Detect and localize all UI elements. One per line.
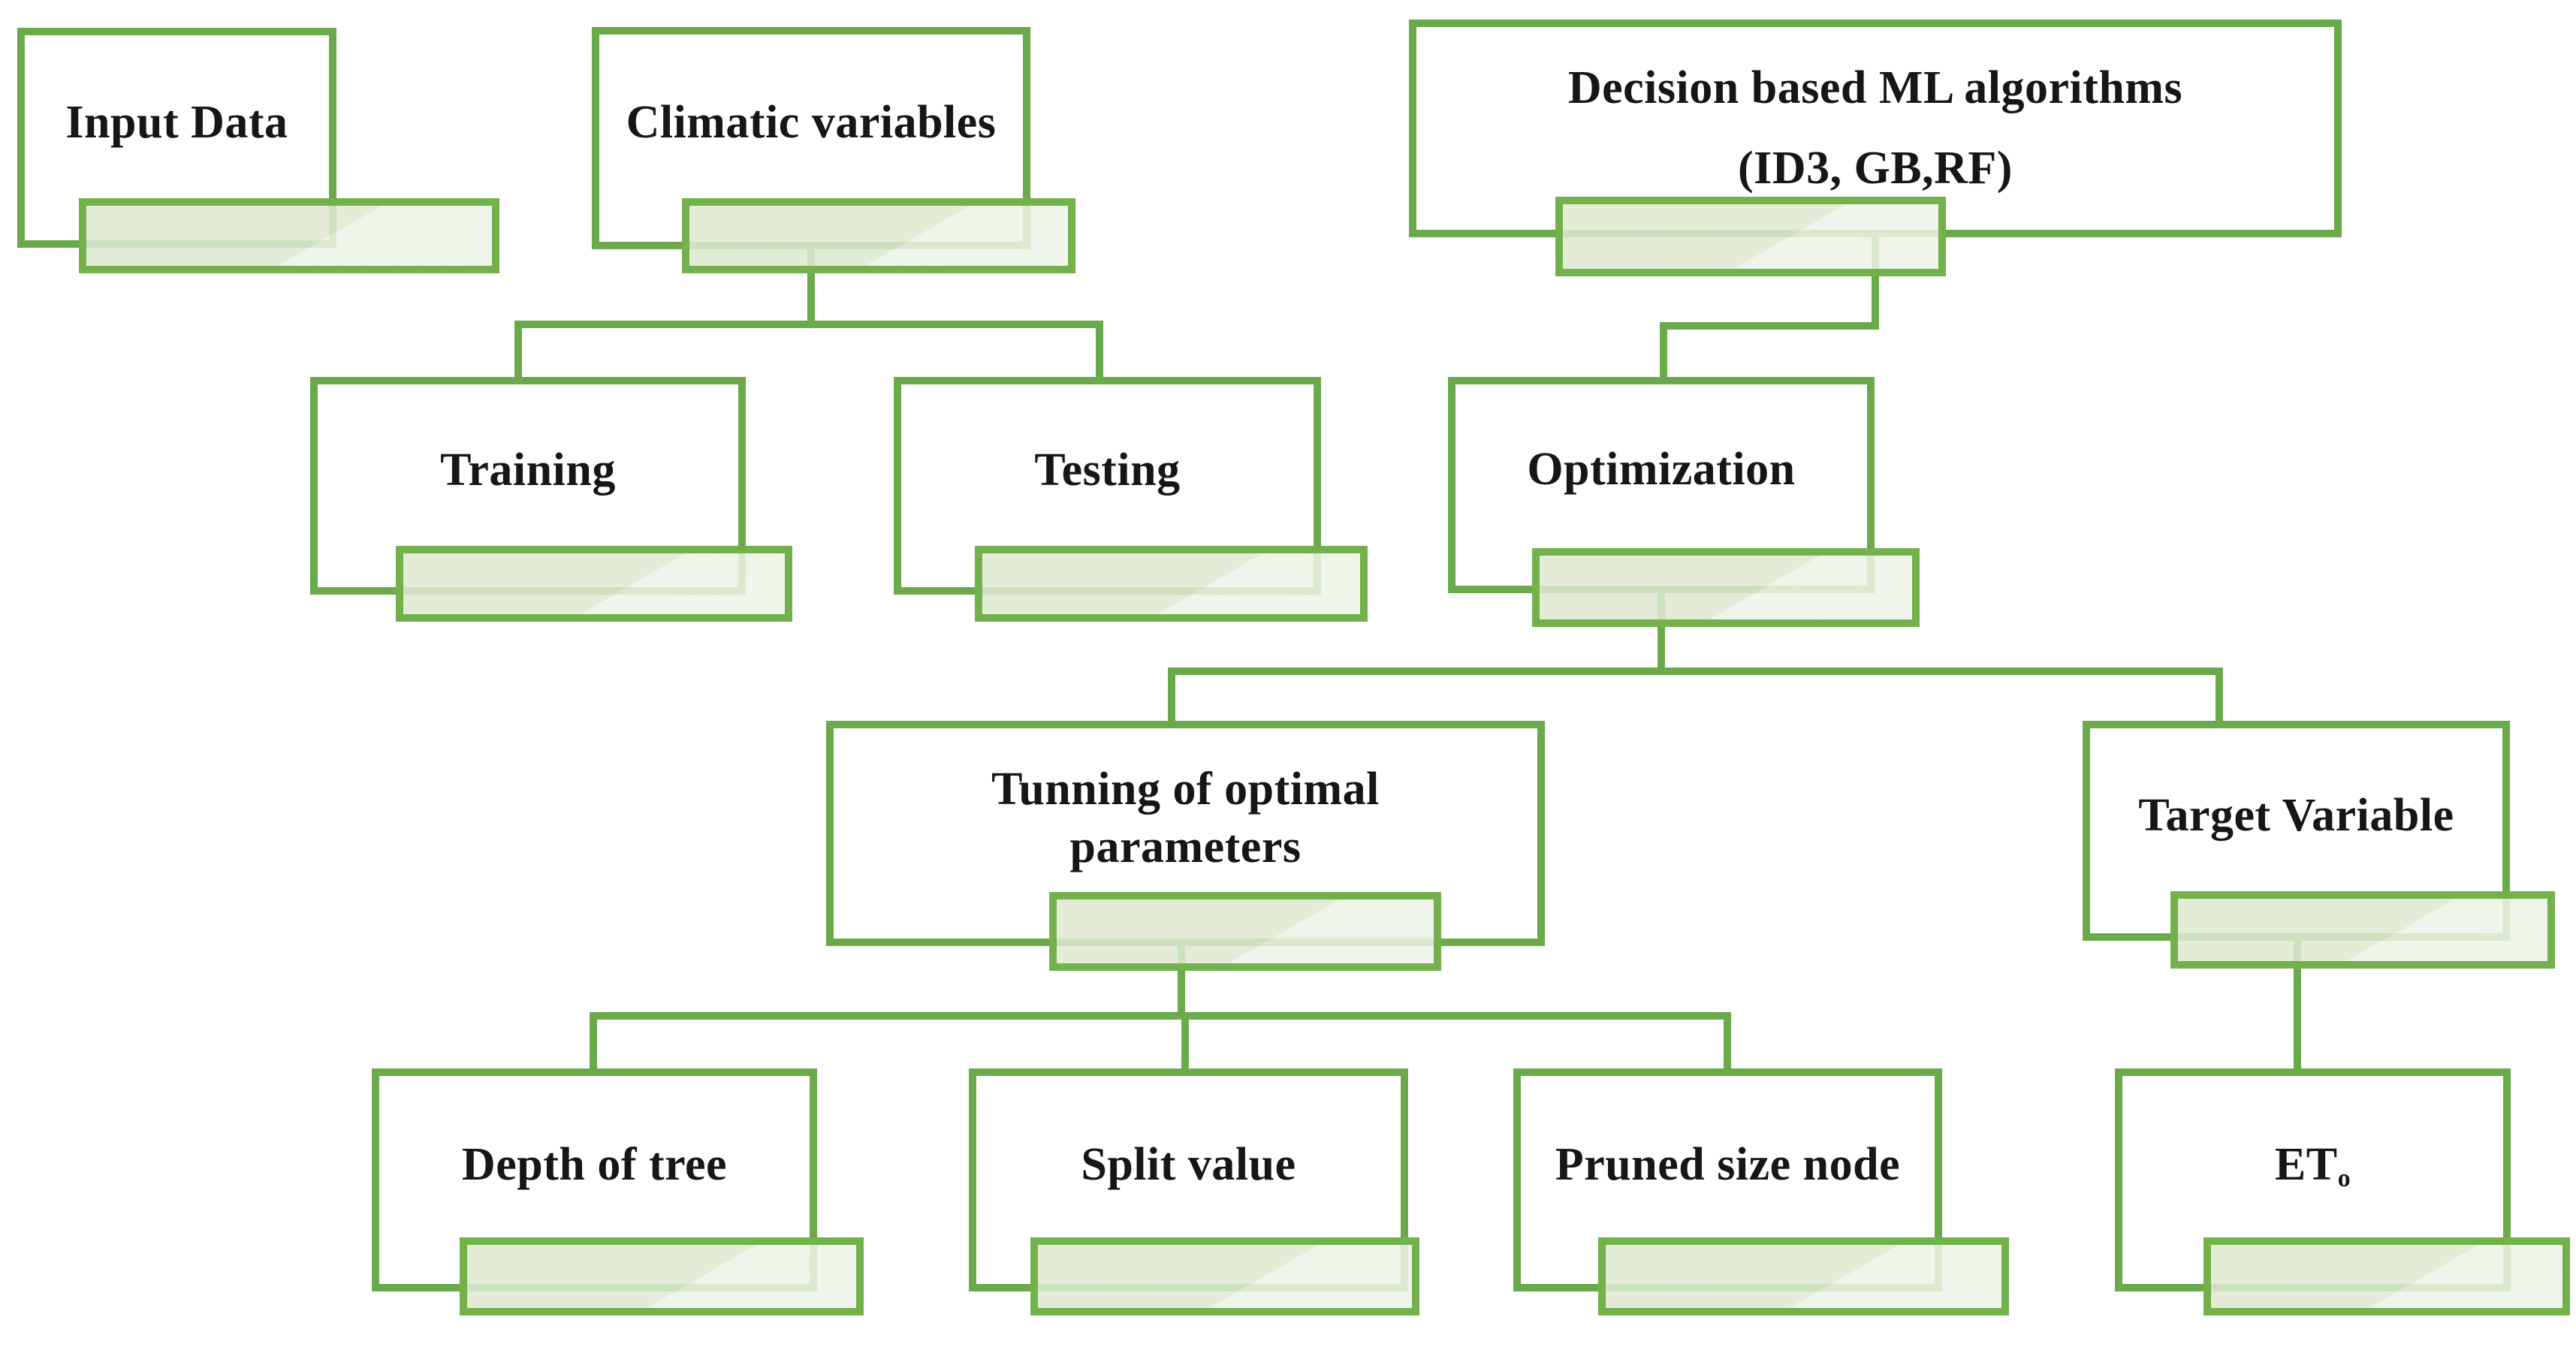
- connector-split1-to-testing: [1096, 321, 1103, 377]
- connector-split3-horizontal: [590, 1012, 1731, 1020]
- node-target-variable-label: Target Variable: [2138, 789, 2454, 841]
- node-depth-of-tree-label: Depth of tree: [461, 1138, 728, 1190]
- node-climatic-variables-shadow: [682, 198, 1075, 273]
- node-tuning-label: Tunning of optimal parameters: [991, 763, 1380, 873]
- connector-target-to-eto: [2294, 935, 2301, 1068]
- connector-optimization-down: [1658, 586, 1665, 675]
- node-training-label: Training: [440, 444, 616, 496]
- connector-split1-horizontal: [514, 321, 1103, 328]
- connector-split3-to-depth: [590, 1012, 597, 1068]
- node-eto-subscript: o: [2337, 1165, 2351, 1193]
- connector-decision-elbow-down: [1660, 322, 1667, 377]
- node-decision-ml-shadow: [1555, 197, 1946, 276]
- connector-split1-to-training: [514, 321, 522, 377]
- node-split-value-label: Split value: [1081, 1138, 1296, 1190]
- connector-tuning-down: [1178, 939, 1185, 1020]
- connector-decision-elbow-horizontal: [1660, 322, 1879, 330]
- node-decision-ml-label2: (ID3, GB,RF): [1738, 142, 2013, 194]
- connector-climatic-down: [807, 248, 815, 328]
- node-depth-of-tree-shadow: [460, 1237, 864, 1315]
- node-climatic-variables-label: Climatic variables: [626, 97, 997, 149]
- node-eto-shadow: [2203, 1237, 2570, 1315]
- node-decision-ml-label: Decision based ML algorithms: [1567, 62, 2183, 113]
- node-tuning-shadow: [1049, 892, 1441, 971]
- connector-split2-horizontal: [1168, 667, 2223, 675]
- node-training-shadow: [396, 546, 792, 622]
- connector-split3-to-split: [1181, 1012, 1189, 1068]
- node-input-data-shadow: [79, 198, 499, 273]
- node-testing-label: Testing: [1034, 444, 1181, 496]
- node-input-data-label: Input Data: [65, 96, 288, 148]
- node-pruned-size-node-label: Pruned size node: [1555, 1138, 1901, 1190]
- node-testing-shadow: [975, 546, 1368, 622]
- node-target-variable-shadow: [2170, 891, 2555, 969]
- node-optimization-shadow: [1532, 548, 1920, 627]
- connector-split3-to-pruned: [1724, 1012, 1731, 1068]
- node-optimization-label: Optimization: [1527, 444, 1796, 496]
- connector-split2-to-tuning: [1168, 667, 1175, 721]
- node-pruned-size-node-shadow: [1598, 1237, 2009, 1315]
- connector-decision-down: [1872, 233, 1879, 330]
- node-eto-label: ETo: [2274, 1138, 2351, 1193]
- connector-split2-to-target: [2216, 667, 2223, 721]
- node-split-value-shadow: [1030, 1237, 1419, 1315]
